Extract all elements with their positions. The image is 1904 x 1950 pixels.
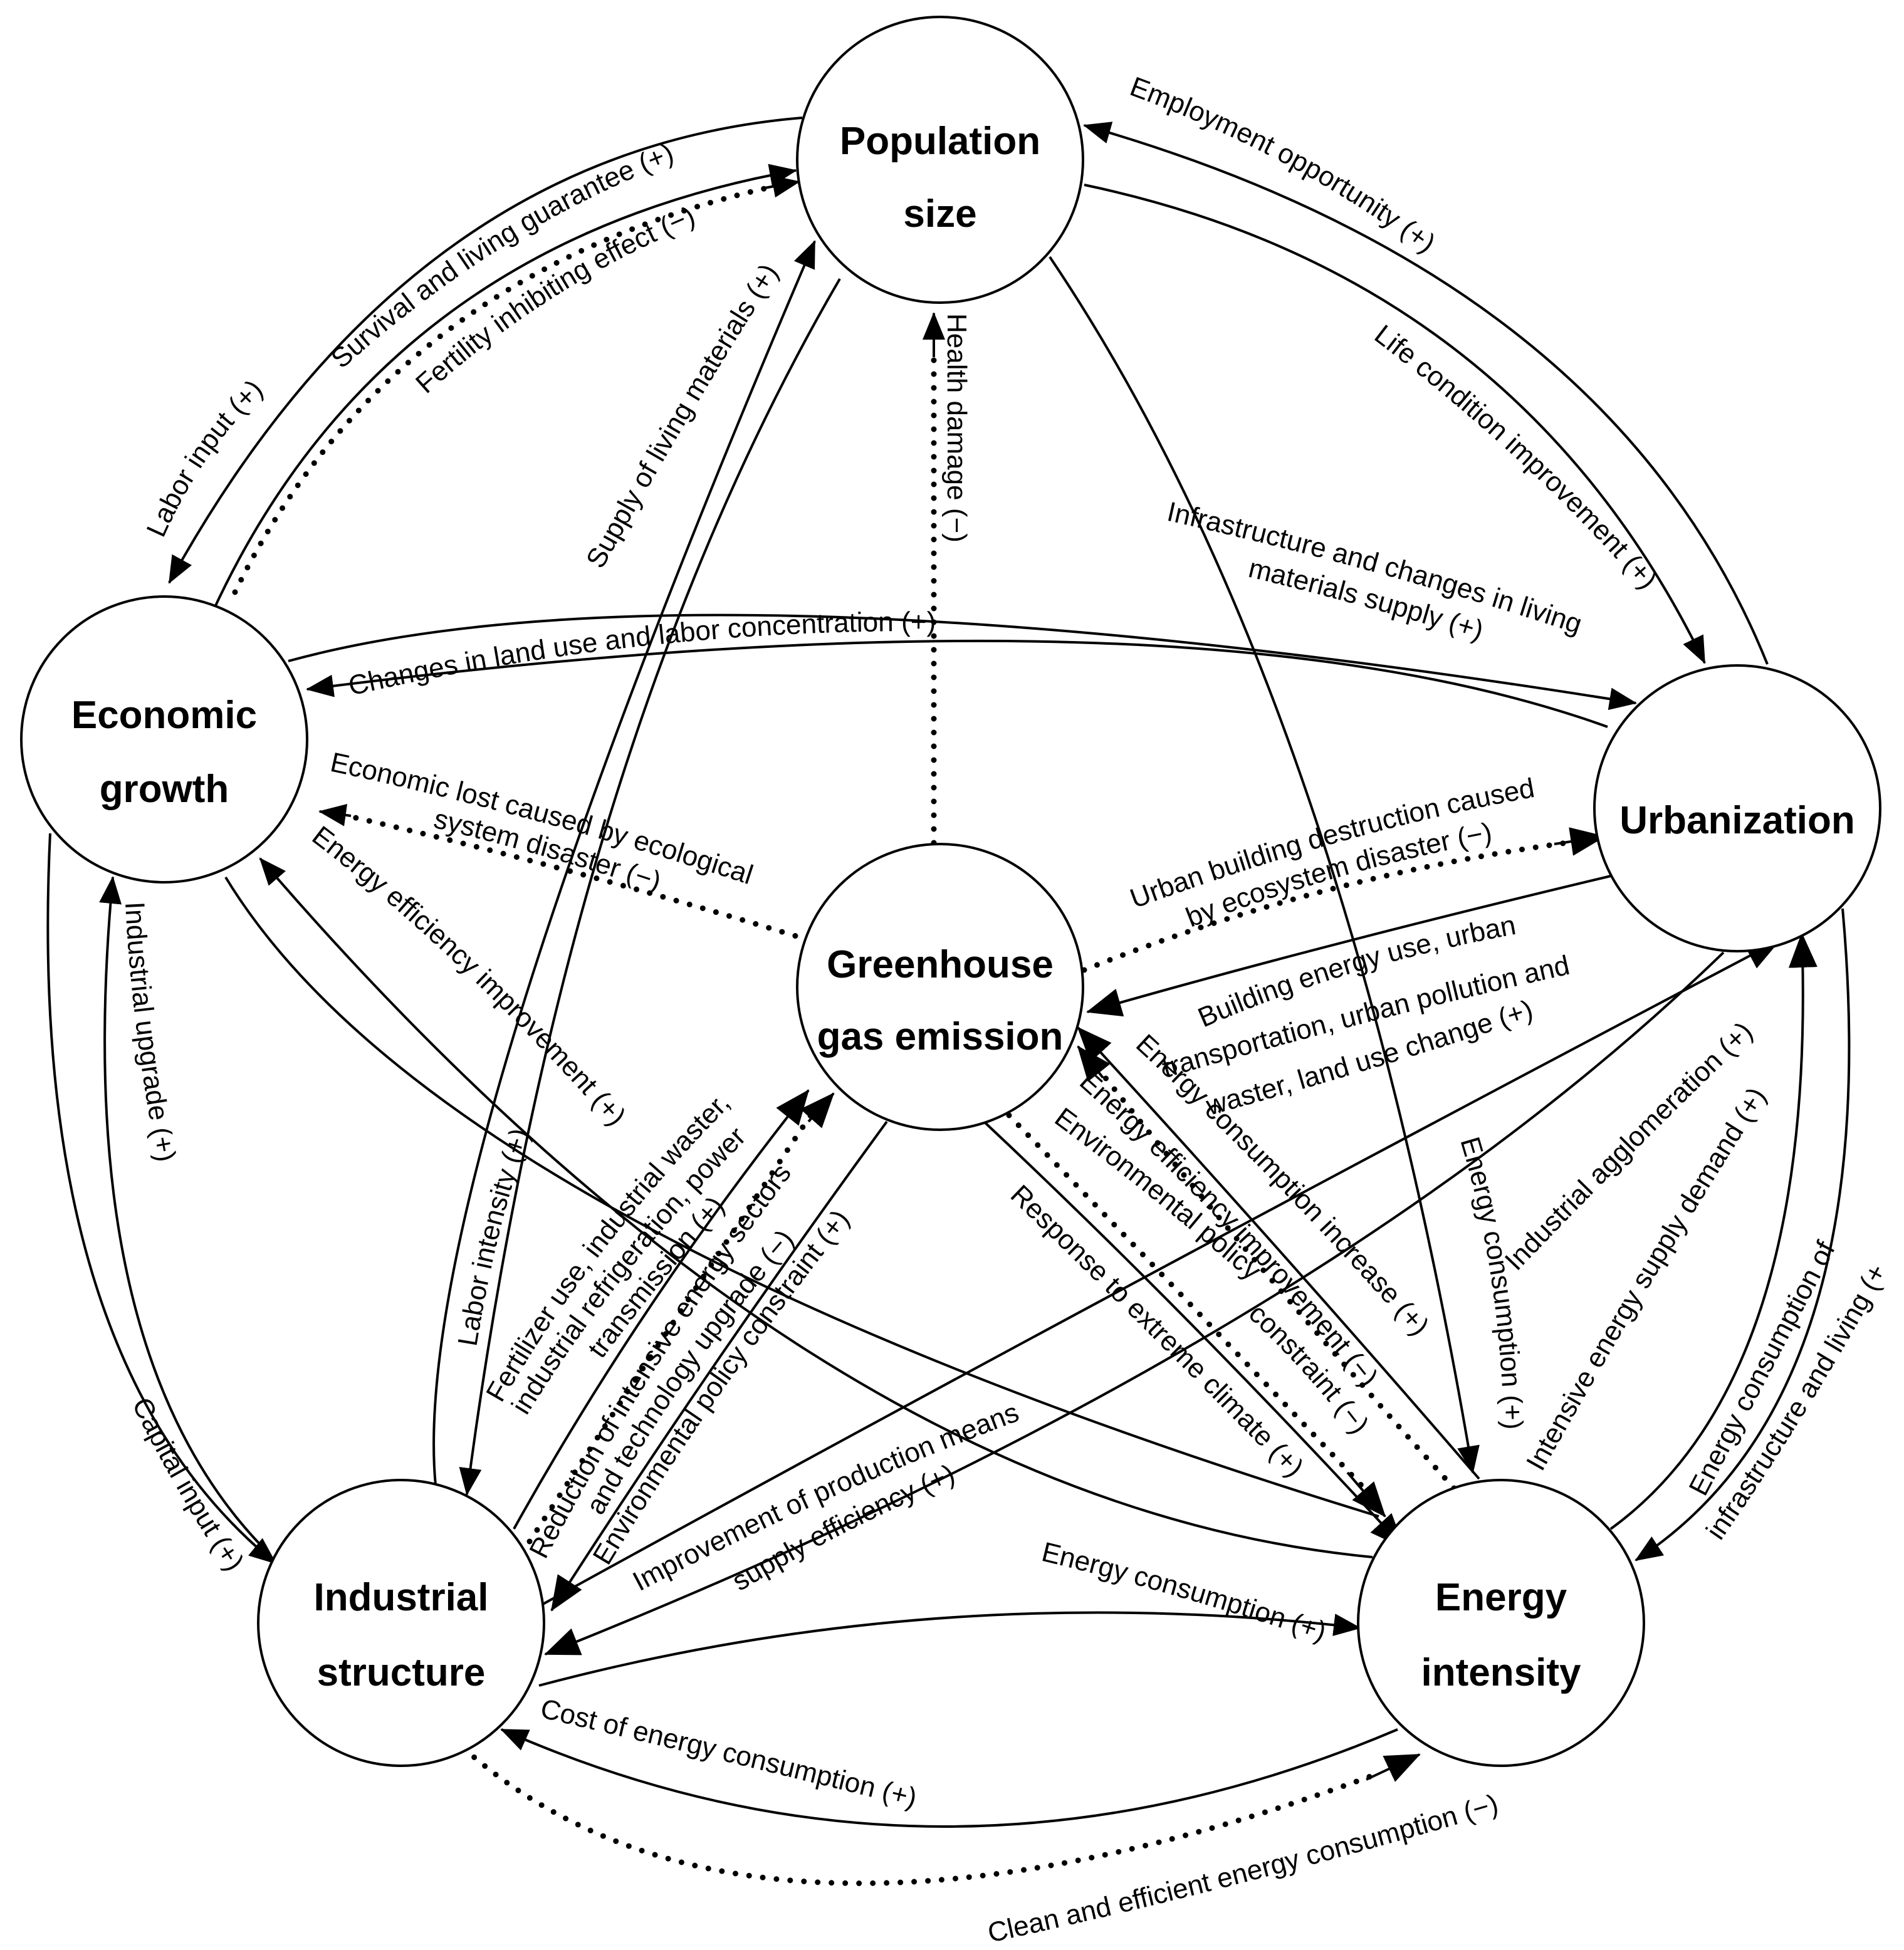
- edge-capital-input: [46, 833, 277, 1565]
- node-industrial-line-1: Industrial: [313, 1576, 488, 1619]
- edge-infrastructure: [288, 613, 1637, 711]
- edge-fertility-head: [764, 175, 800, 198]
- node-population-line-1: Population: [840, 120, 1040, 163]
- node-population-line-2: size: [903, 192, 976, 236]
- edge-energy-cons-increase: [1077, 1026, 1480, 1480]
- node-energy: Energy intensity: [1357, 1479, 1645, 1767]
- label-econ-lost-1: Economic lost caused by ecological: [328, 747, 757, 890]
- edge-energy-eff-econ: [259, 857, 1373, 1558]
- label-industrial-upgrade: Industrial upgrade (+): [119, 901, 182, 1164]
- node-economic: Economic growth: [20, 595, 308, 884]
- edge-reduction-head: [800, 1092, 835, 1129]
- nodes: Population size Economic growth Urbaniza…: [20, 16, 1881, 1767]
- edge-econ-energy-line: [224, 876, 1379, 1518]
- node-industrial-line-2: structure: [317, 1651, 486, 1694]
- node-urbanization: Urbanization: [1593, 664, 1881, 952]
- edge-env-policy-energy-head: [1346, 1471, 1386, 1518]
- edge-clean-efficient-head: [1366, 1753, 1421, 1782]
- node-energy-line-1: Energy: [1435, 1576, 1567, 1619]
- label-life-condition: Life condition improvement (+): [1369, 319, 1663, 595]
- edge-energy-consumption-pop: [1049, 256, 1480, 1474]
- label-energy-consumption-ind: Energy consumption (+): [1039, 1536, 1331, 1647]
- label-infrastructure-1: Infrastructure and changes in living: [1164, 496, 1586, 640]
- node-economic-line-2: growth: [100, 768, 229, 811]
- edge-env-policy-ind: [550, 1120, 888, 1612]
- label-cost-energy: Cost of energy consumption (+): [538, 1693, 920, 1813]
- edge-cost-energy: [500, 1728, 1398, 1828]
- edge-supply-living: [432, 240, 816, 1486]
- edge-reduction: [526, 1106, 818, 1545]
- edges: [46, 117, 1851, 1886]
- edge-energy-eff-imp-head: [1077, 1045, 1111, 1082]
- node-ghg-line-2: gas emission: [817, 1015, 1064, 1058]
- edge-life-condition: [1084, 184, 1706, 664]
- edge-extreme-climate: [983, 1120, 1405, 1549]
- edge-urban-bldg: [1081, 840, 1570, 973]
- edge-energy-eff-imp: [1087, 1056, 1457, 1491]
- label-capital-input: Capital input (+): [126, 1393, 250, 1577]
- edge-econ-lost-head: [318, 803, 352, 826]
- edge-infra-living: [1635, 908, 1851, 1562]
- edge-industrial-upgrade: [99, 876, 264, 1549]
- edge-industrial-agglomeration: [520, 939, 1781, 1618]
- node-energy-line-2: intensity: [1421, 1651, 1581, 1694]
- edge-clean-efficient: [461, 1745, 1382, 1886]
- node-urbanization-line-1: Urbanization: [1619, 799, 1854, 842]
- node-industrial: Industrial structure: [257, 1479, 545, 1767]
- edge-land-use: [306, 639, 1608, 728]
- edge-labor-intensity: [459, 278, 841, 1496]
- edge-urb-ind-line: [544, 951, 1725, 1655]
- edge-econ-lost: [338, 811, 812, 943]
- node-population: Population size: [796, 16, 1084, 304]
- edge-building-energy: [1086, 875, 1611, 1017]
- label-labor-input: Labor input (+): [140, 374, 268, 541]
- edge-intensive-supply: [1609, 932, 1818, 1530]
- edge-survival: [212, 164, 797, 612]
- node-ghg: Greenhouse gas emission: [796, 843, 1084, 1131]
- label-fertility: Fertility inhibiting effect (−): [410, 201, 699, 399]
- edge-env-policy-energy: [1006, 1112, 1382, 1507]
- label-health: Health damage (−): [941, 313, 972, 543]
- edge-fertilizer: [513, 1089, 810, 1530]
- node-ghg-line-1: Greenhouse: [827, 943, 1054, 986]
- label-energy-consumption-pop: Energy consumption (+): [1454, 1134, 1528, 1430]
- node-economic-line-1: Economic: [71, 694, 257, 737]
- edge-fertility: [232, 179, 799, 595]
- label-supply-living: Supply of living materials (+): [580, 258, 785, 573]
- edge-labor-input: [168, 117, 803, 584]
- edge-employment: [1083, 122, 1769, 665]
- edge-energy-cons-ind: [538, 1611, 1361, 1687]
- edge-urban-bldg-head: [1554, 827, 1606, 856]
- label-employment: Employment opportunity (+): [1126, 71, 1441, 259]
- label-clean-efficient: Clean and efficient energy consumption (…: [985, 1788, 1502, 1949]
